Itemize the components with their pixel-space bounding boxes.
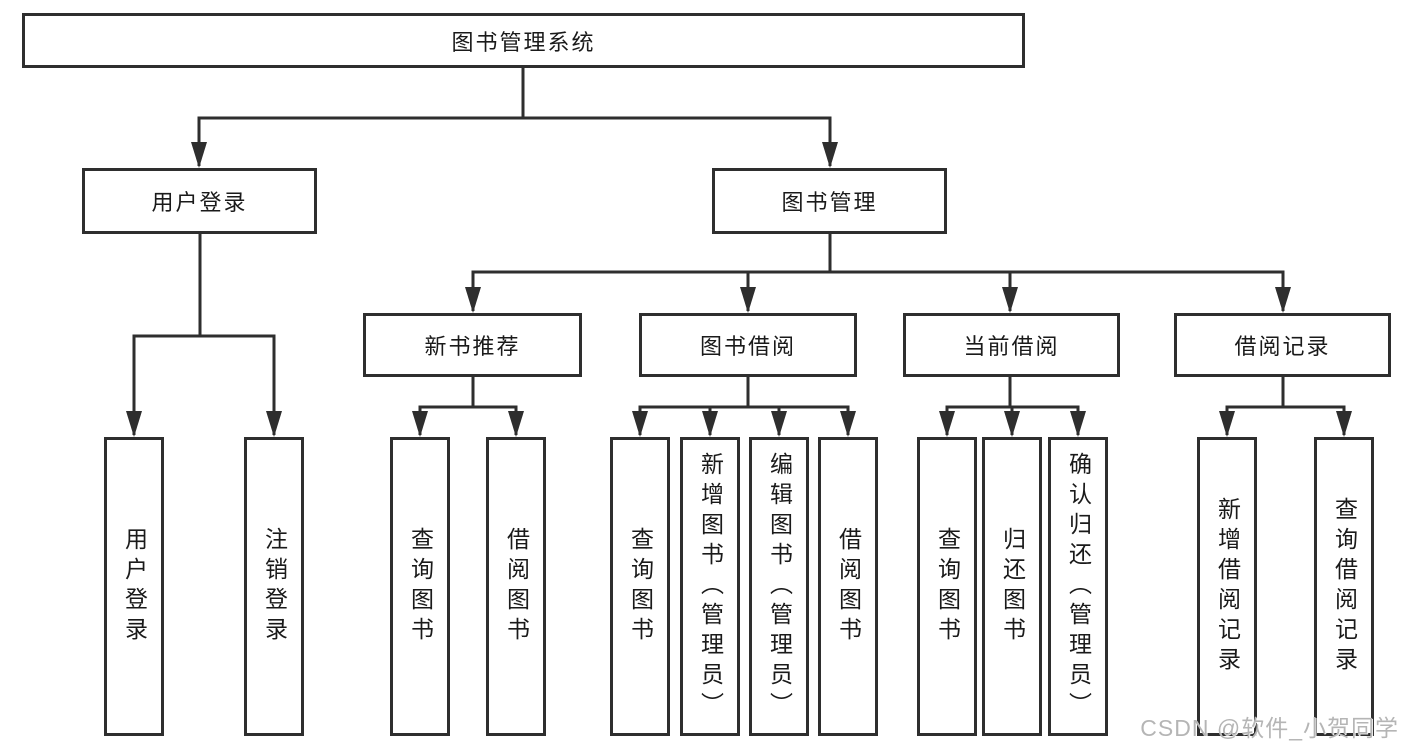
arrowhead-icons (126, 142, 1352, 437)
leaf-label: 查询图书 (407, 526, 434, 647)
node-label: 图书借阅 (699, 334, 796, 359)
node-book-management: 图书管理 (712, 168, 947, 234)
node-library-management-system: 图书管理系统 (22, 13, 1025, 68)
leaf-label: 查询借阅记录 (1331, 496, 1358, 677)
leaf-label: 新增图书（管理员） (697, 451, 724, 722)
leaf-confirm-return-admin: 确认归还（管理员） (1048, 437, 1108, 736)
leaf-label: 注销登录 (261, 526, 288, 647)
node-current-borrow: 当前借阅 (903, 313, 1120, 377)
leaf-add-book-admin: 新增图书（管理员） (680, 437, 740, 736)
node-label: 当前借阅 (963, 334, 1060, 359)
node-new-book-recommend: 新书推荐 (363, 313, 582, 377)
leaf-add-borrow-record: 新增借阅记录 (1197, 437, 1257, 736)
leaf-edit-book-admin: 编辑图书（管理员） (749, 437, 809, 736)
leaf-query-books-borrow: 查询图书 (610, 437, 670, 736)
leaf-user-login: 用户登录 (104, 437, 164, 736)
leaf-label: 用户登录 (121, 526, 148, 647)
leaf-query-borrow-record: 查询借阅记录 (1314, 437, 1374, 736)
csdn-watermark: CSDN @软件_小贺同学 (1140, 715, 1399, 741)
leaf-query-books-current: 查询图书 (917, 437, 977, 736)
node-label: 用户登录 (151, 190, 248, 215)
leaf-label: 新增借阅记录 (1214, 496, 1241, 677)
connector-lines (132, 66, 1346, 435)
node-label: 借阅记录 (1234, 334, 1331, 359)
leaf-label: 确认归还（管理员） (1065, 451, 1092, 722)
node-label: 图书管理 (781, 190, 878, 215)
node-user-login: 用户登录 (82, 168, 317, 234)
leaf-label: 借阅图书 (503, 526, 530, 647)
leaf-label: 归还图书 (999, 526, 1026, 647)
leaf-borrow-books-borrow: 借阅图书 (818, 437, 878, 736)
leaf-label: 借阅图书 (835, 526, 862, 647)
leaf-label: 查询图书 (934, 526, 961, 647)
node-borrow-records: 借阅记录 (1174, 313, 1391, 377)
leaf-label: 查询图书 (627, 526, 654, 647)
leaf-return-book: 归还图书 (982, 437, 1042, 736)
node-book-borrow: 图书借阅 (639, 313, 857, 377)
node-label: 图书管理系统 (451, 29, 596, 55)
node-label: 新书推荐 (424, 334, 521, 359)
leaf-query-books-recommend: 查询图书 (390, 437, 450, 736)
leaf-label: 编辑图书（管理员） (766, 451, 793, 722)
leaf-logout: 注销登录 (244, 437, 304, 736)
leaf-borrow-books-recommend: 借阅图书 (486, 437, 546, 736)
